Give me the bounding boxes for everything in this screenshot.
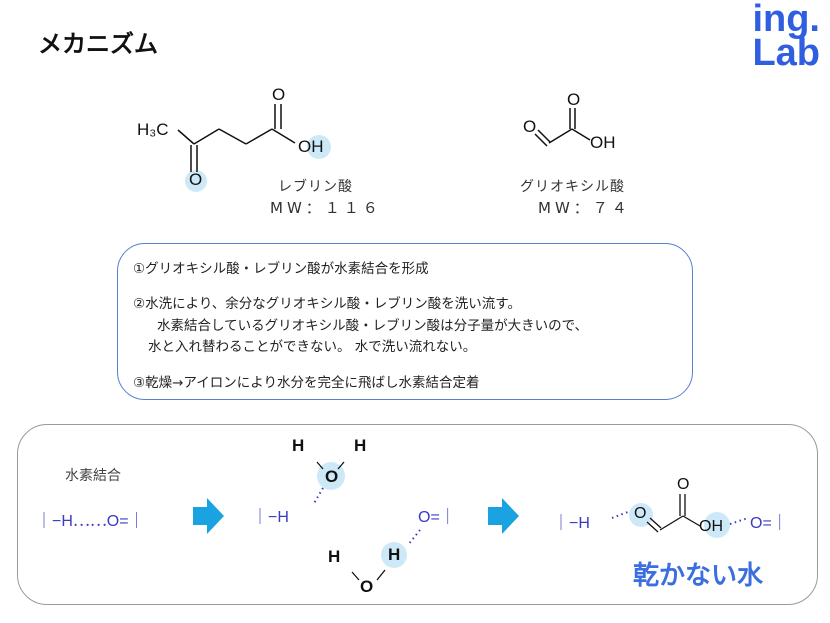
highlight-mol-oh	[704, 512, 730, 538]
step3-right-group: O=｜	[750, 515, 788, 532]
result-mol-bonds	[646, 494, 701, 533]
levulinic-mw: MW：１１６	[270, 199, 382, 217]
step3-left-group: ｜−H	[553, 515, 590, 532]
note-step3: ③乾燥→アイロンにより水分を完全に飛ばし水素結合定着	[133, 375, 480, 391]
result-mol-o-ald: O	[634, 505, 647, 522]
glyoxylic-o-carbonyl: O	[567, 90, 581, 109]
hydrogen-bond-label: 水素結合	[65, 468, 121, 484]
arrow-right-icon	[193, 498, 224, 534]
note-step2-detail2: 水と入れ替わることができない。 水で洗い流れない。	[148, 339, 477, 355]
hydrogen-bond-dots	[312, 487, 749, 546]
water-bonds	[316, 461, 386, 581]
note-step2: ②水洗により、余分なグリオキシル酸・レブリン酸を洗い流す。	[133, 296, 521, 312]
water1-h-left: H	[292, 436, 305, 455]
page-title: メカニズム	[38, 30, 158, 58]
logo-line1: ing.	[752, 0, 820, 40]
highlight-mol-o	[629, 503, 653, 527]
glyoxylic-o-ald: O	[523, 117, 537, 136]
result-label: 乾かない水	[633, 561, 764, 591]
mechanism-notes-box	[117, 243, 693, 400]
water1-h-right: H	[354, 436, 367, 455]
highlight-water2-h	[381, 542, 407, 568]
highlight-levulinic-oh	[307, 135, 331, 159]
water2-h-right: H	[388, 545, 401, 564]
highlights	[185, 135, 730, 568]
water2-o: O	[360, 577, 374, 596]
water1-o: O	[325, 467, 339, 486]
glyoxylic-bonds	[534, 108, 591, 147]
step2-left-group: ｜−H	[252, 509, 289, 526]
levulinic-h3c: H₃C	[137, 120, 169, 139]
levulinic-o-keto: O	[189, 170, 203, 189]
logo: ing. Lab	[752, 0, 820, 74]
arrow-right-icon	[488, 498, 519, 534]
glyoxylic-oh: OH	[590, 133, 616, 152]
levulinic-oh: OH	[298, 137, 324, 156]
levulinic-name: レブリン酸	[278, 179, 353, 195]
result-mol-o-carbonyl: O	[677, 476, 690, 493]
highlight-levulinic-o	[185, 170, 207, 192]
note-step2-detail: 水素結合しているグリオキシル酸・レブリン酸は分子量が大きいので、	[157, 318, 589, 334]
result-mol-oh: OH	[699, 518, 723, 535]
arrows	[193, 498, 519, 534]
step2-right-group: O=｜	[418, 509, 456, 526]
glyoxylic-name: グリオキシル酸	[520, 179, 625, 195]
note-step1: ①グリオキシル酸・レブリン酸が水素結合を形成	[133, 261, 429, 277]
logo-line2: Lab	[752, 32, 820, 74]
levulinic-o-carbonyl: O	[272, 85, 286, 104]
step1-hydrogen-bond: ｜−H⋯⋯O=｜	[36, 513, 145, 530]
levulinic-bonds	[177, 104, 296, 172]
glyoxylic-mw: MW：７４	[538, 199, 631, 217]
water2-h-left: H	[328, 547, 341, 566]
hydrogen-bond-diagram-box	[17, 424, 818, 605]
